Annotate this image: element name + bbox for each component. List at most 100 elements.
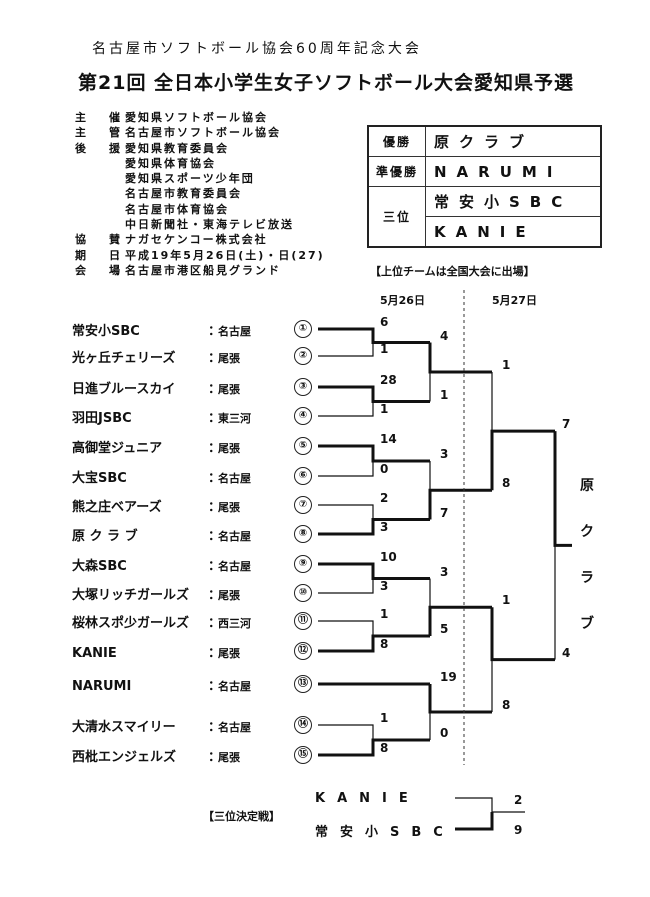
seed-number: ② — [294, 347, 312, 365]
team-row: 大宝SBC：名古屋 — [72, 467, 251, 486]
info-value: 愛知県教育委員会 — [125, 141, 229, 155]
team-region: 尾張 — [218, 383, 240, 396]
bracket-winner — [318, 444, 430, 463]
info-value: 愛知県スポーツ少年団 — [125, 172, 255, 186]
bracket-winner — [428, 605, 492, 636]
team-colon: ： — [208, 646, 222, 661]
team-colon: ： — [208, 588, 222, 603]
page-title: 第21回 全日本小学生女子ソフトボール大会愛知県予選 — [78, 72, 575, 94]
team-row: 西枇エンジェルズ：尾張 — [72, 746, 240, 765]
team-colon: ： — [208, 500, 222, 515]
team-region: 尾張 — [218, 352, 240, 365]
bracket-line — [455, 797, 525, 813]
team-row: 日進ブルースカイ ：尾張 — [72, 378, 240, 397]
info-label: 協 賛 — [75, 233, 126, 247]
team-region: 尾張 — [218, 751, 240, 764]
seed-number: ⑨ — [294, 555, 312, 573]
event-subtitle: 名古屋市ソフトボール協会60周年記念大会 — [92, 41, 422, 57]
seed-number: ⑥ — [294, 467, 312, 485]
team-region: 名古屋 — [218, 325, 251, 338]
bracket-line — [318, 578, 374, 594]
team-name: 大森SBC — [72, 559, 127, 574]
info-row: 協 賛：ナガセケンコー株式会社 — [75, 232, 325, 247]
bracket-winner — [490, 429, 555, 491]
score-value: 8 — [502, 476, 511, 491]
result-team: 原クラブ — [425, 125, 602, 157]
score-value: 1 — [380, 402, 389, 416]
team-colon: ： — [208, 720, 222, 735]
bracket-line — [318, 620, 374, 636]
info-label: 主 管 — [75, 126, 126, 140]
team-region: 名古屋 — [218, 530, 251, 543]
info-label: 後 援 — [75, 141, 126, 155]
info-row: 主 管：名古屋市ソフトボール協会 — [75, 125, 325, 140]
info-row: 主 催：愛知県ソフトボール協会 — [75, 110, 325, 125]
bracket-line — [318, 724, 374, 740]
score-value: 28 — [380, 373, 397, 387]
team-colon: ： — [208, 559, 222, 574]
team-row: 原 ク ラ ブ：名古屋 — [72, 525, 251, 544]
team-name: 光ヶ丘チェリーズ — [72, 351, 176, 366]
score-value: 8 — [380, 637, 389, 651]
score-value: 1 — [380, 607, 389, 621]
bracket-winner — [455, 812, 494, 831]
team-name: 桜林スポ少ガールズ — [72, 616, 190, 631]
third-place-label: 【三位決定戦】 — [203, 810, 280, 823]
info-row: 名古屋市教育委員会 — [75, 186, 325, 201]
score-value: 10 — [380, 550, 397, 564]
team-region: 東三河 — [218, 412, 251, 425]
team-region: 名古屋 — [218, 680, 251, 693]
info-row: 期 日：平成19年5月26日(土)・日(27) — [75, 248, 325, 263]
seed-number: ③ — [294, 378, 312, 396]
info-colon: ： — [115, 248, 126, 262]
score-value: 5 — [440, 622, 449, 636]
results-note: 【上位チームは全国大会に出場】 — [370, 265, 535, 278]
result-team: NARUMI — [425, 156, 602, 187]
result-label: 優勝 — [367, 125, 426, 157]
info-label: 主 催 — [75, 111, 126, 124]
info-row: 愛知県体育協会 — [75, 156, 325, 171]
info-value: 愛知県体育協会 — [125, 156, 216, 170]
team-name: 常安小SBC — [72, 324, 140, 339]
team-colon: ： — [208, 441, 222, 456]
score-value: 3 — [380, 579, 389, 593]
third-team-2: 常安小SBC — [315, 825, 455, 840]
bracket-winner — [490, 607, 555, 662]
result-row-runnerup: 準優勝 NARUMI — [367, 156, 602, 187]
team-colon: ： — [208, 382, 222, 397]
team-colon: ： — [208, 529, 222, 544]
score-value: 0 — [440, 726, 449, 740]
score-value: 7 — [562, 417, 571, 432]
team-row: 大清水スマイリー：名古屋 — [72, 716, 251, 735]
bracket-winner — [428, 342, 492, 374]
info-row: 愛知県スポーツ少年団 — [75, 171, 325, 186]
team-row: 熊之庄ベアーズ：尾張 — [72, 496, 240, 515]
team-name: NARUMI — [72, 679, 132, 694]
score-value: 1 — [502, 358, 511, 372]
info-row: 名古屋市体育協会 — [75, 202, 325, 217]
team-region: 名古屋 — [218, 560, 251, 573]
score-value: 1 — [502, 593, 511, 608]
seed-number: ⑤ — [294, 437, 312, 455]
bracket-line — [318, 342, 374, 357]
score-value: 3 — [380, 520, 389, 534]
bracket-line — [318, 461, 374, 477]
team-region: 西三河 — [218, 617, 251, 630]
info-label: 会 場 — [75, 263, 126, 277]
info-label: 期 日 — [75, 248, 126, 262]
info-value: ナガセケンコー株式会社 — [125, 233, 268, 247]
seed-number: ⑫ — [294, 642, 312, 660]
score-value: 1 — [380, 711, 389, 725]
seed-number: ⑭ — [294, 716, 312, 734]
info-row: 後 援：愛知県教育委員会 — [75, 141, 325, 156]
info-value: 名古屋市教育委員会 — [125, 187, 242, 201]
bracket-winner — [318, 327, 430, 344]
info-value: 平成19年5月26日(土)・日(27) — [125, 248, 325, 262]
bracket-winner — [318, 385, 430, 403]
team-name: 熊之庄ベアーズ — [72, 500, 162, 515]
team-region: 尾張 — [218, 647, 240, 660]
bracket-line — [318, 504, 374, 520]
info-value: 名古屋市港区船見グランド — [125, 263, 281, 277]
seed-number: ⑦ — [294, 496, 312, 514]
team-name: 日進ブルースカイ — [72, 382, 176, 397]
